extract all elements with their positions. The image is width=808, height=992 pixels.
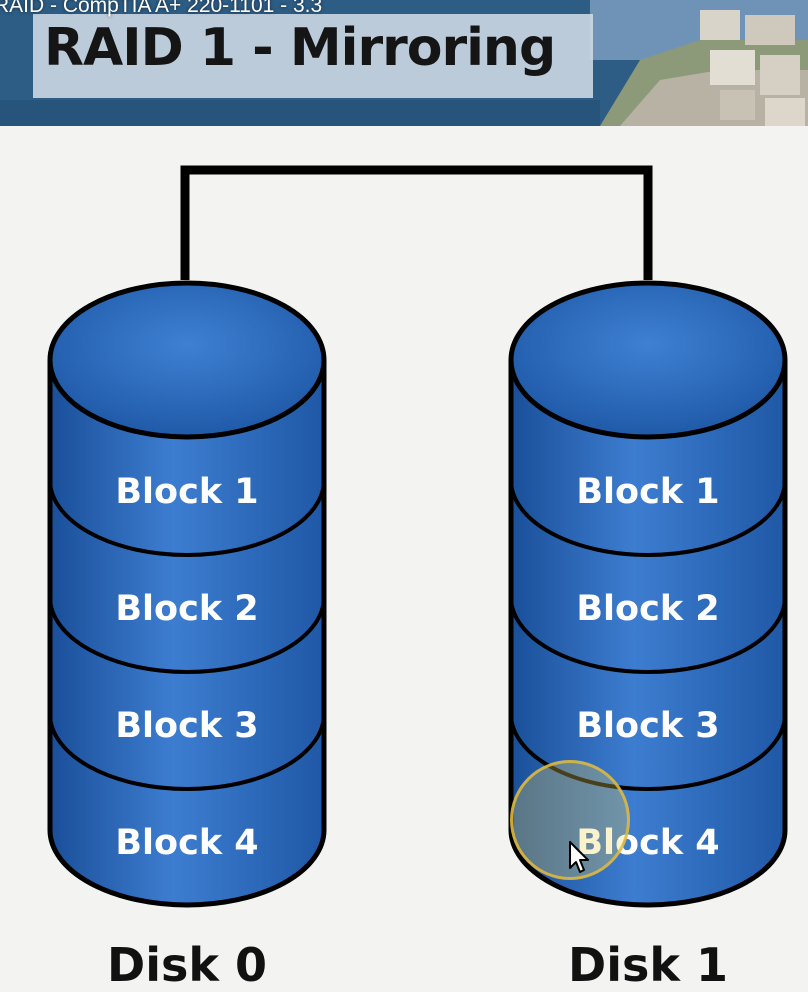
block-label: Block 3 [115,706,258,746]
block-label: Block 1 [115,472,258,512]
disk-top [508,280,788,440]
header-banner: RAID - CompTIA A+ 220-1101 - 3.3 RAID 1 … [0,0,808,126]
block-label: Block 1 [576,472,719,512]
disk-1-label: Disk 1 [568,938,728,992]
mouse-pointer-icon [569,841,589,873]
disk-body [47,360,327,908]
segment-divider [48,713,326,791]
disk-0-label: Disk 0 [107,938,267,992]
segment-divider [48,596,326,674]
block-label: Block 3 [576,706,719,746]
segment-divider [48,479,326,557]
disk-top [47,280,327,440]
slide-title: RAID 1 - Mirroring [44,18,556,78]
mirror-connector [180,165,653,280]
segment-divider [509,596,787,674]
disk-0: Block 1 Block 2 Block 3 Block 4 [47,280,327,908]
block-label: Block 2 [115,589,258,629]
slide-title-box [33,14,593,98]
raid1-diagram: Block 1 Block 2 Block 3 Block 4 Block 1 … [47,165,788,908]
segment-divider [509,479,787,557]
video-title: RAID - CompTIA A+ 220-1101 - 3.3 [0,0,323,17]
block-label: Block 4 [115,823,258,863]
block-label: Block 2 [576,589,719,629]
segment-divider [509,713,787,791]
